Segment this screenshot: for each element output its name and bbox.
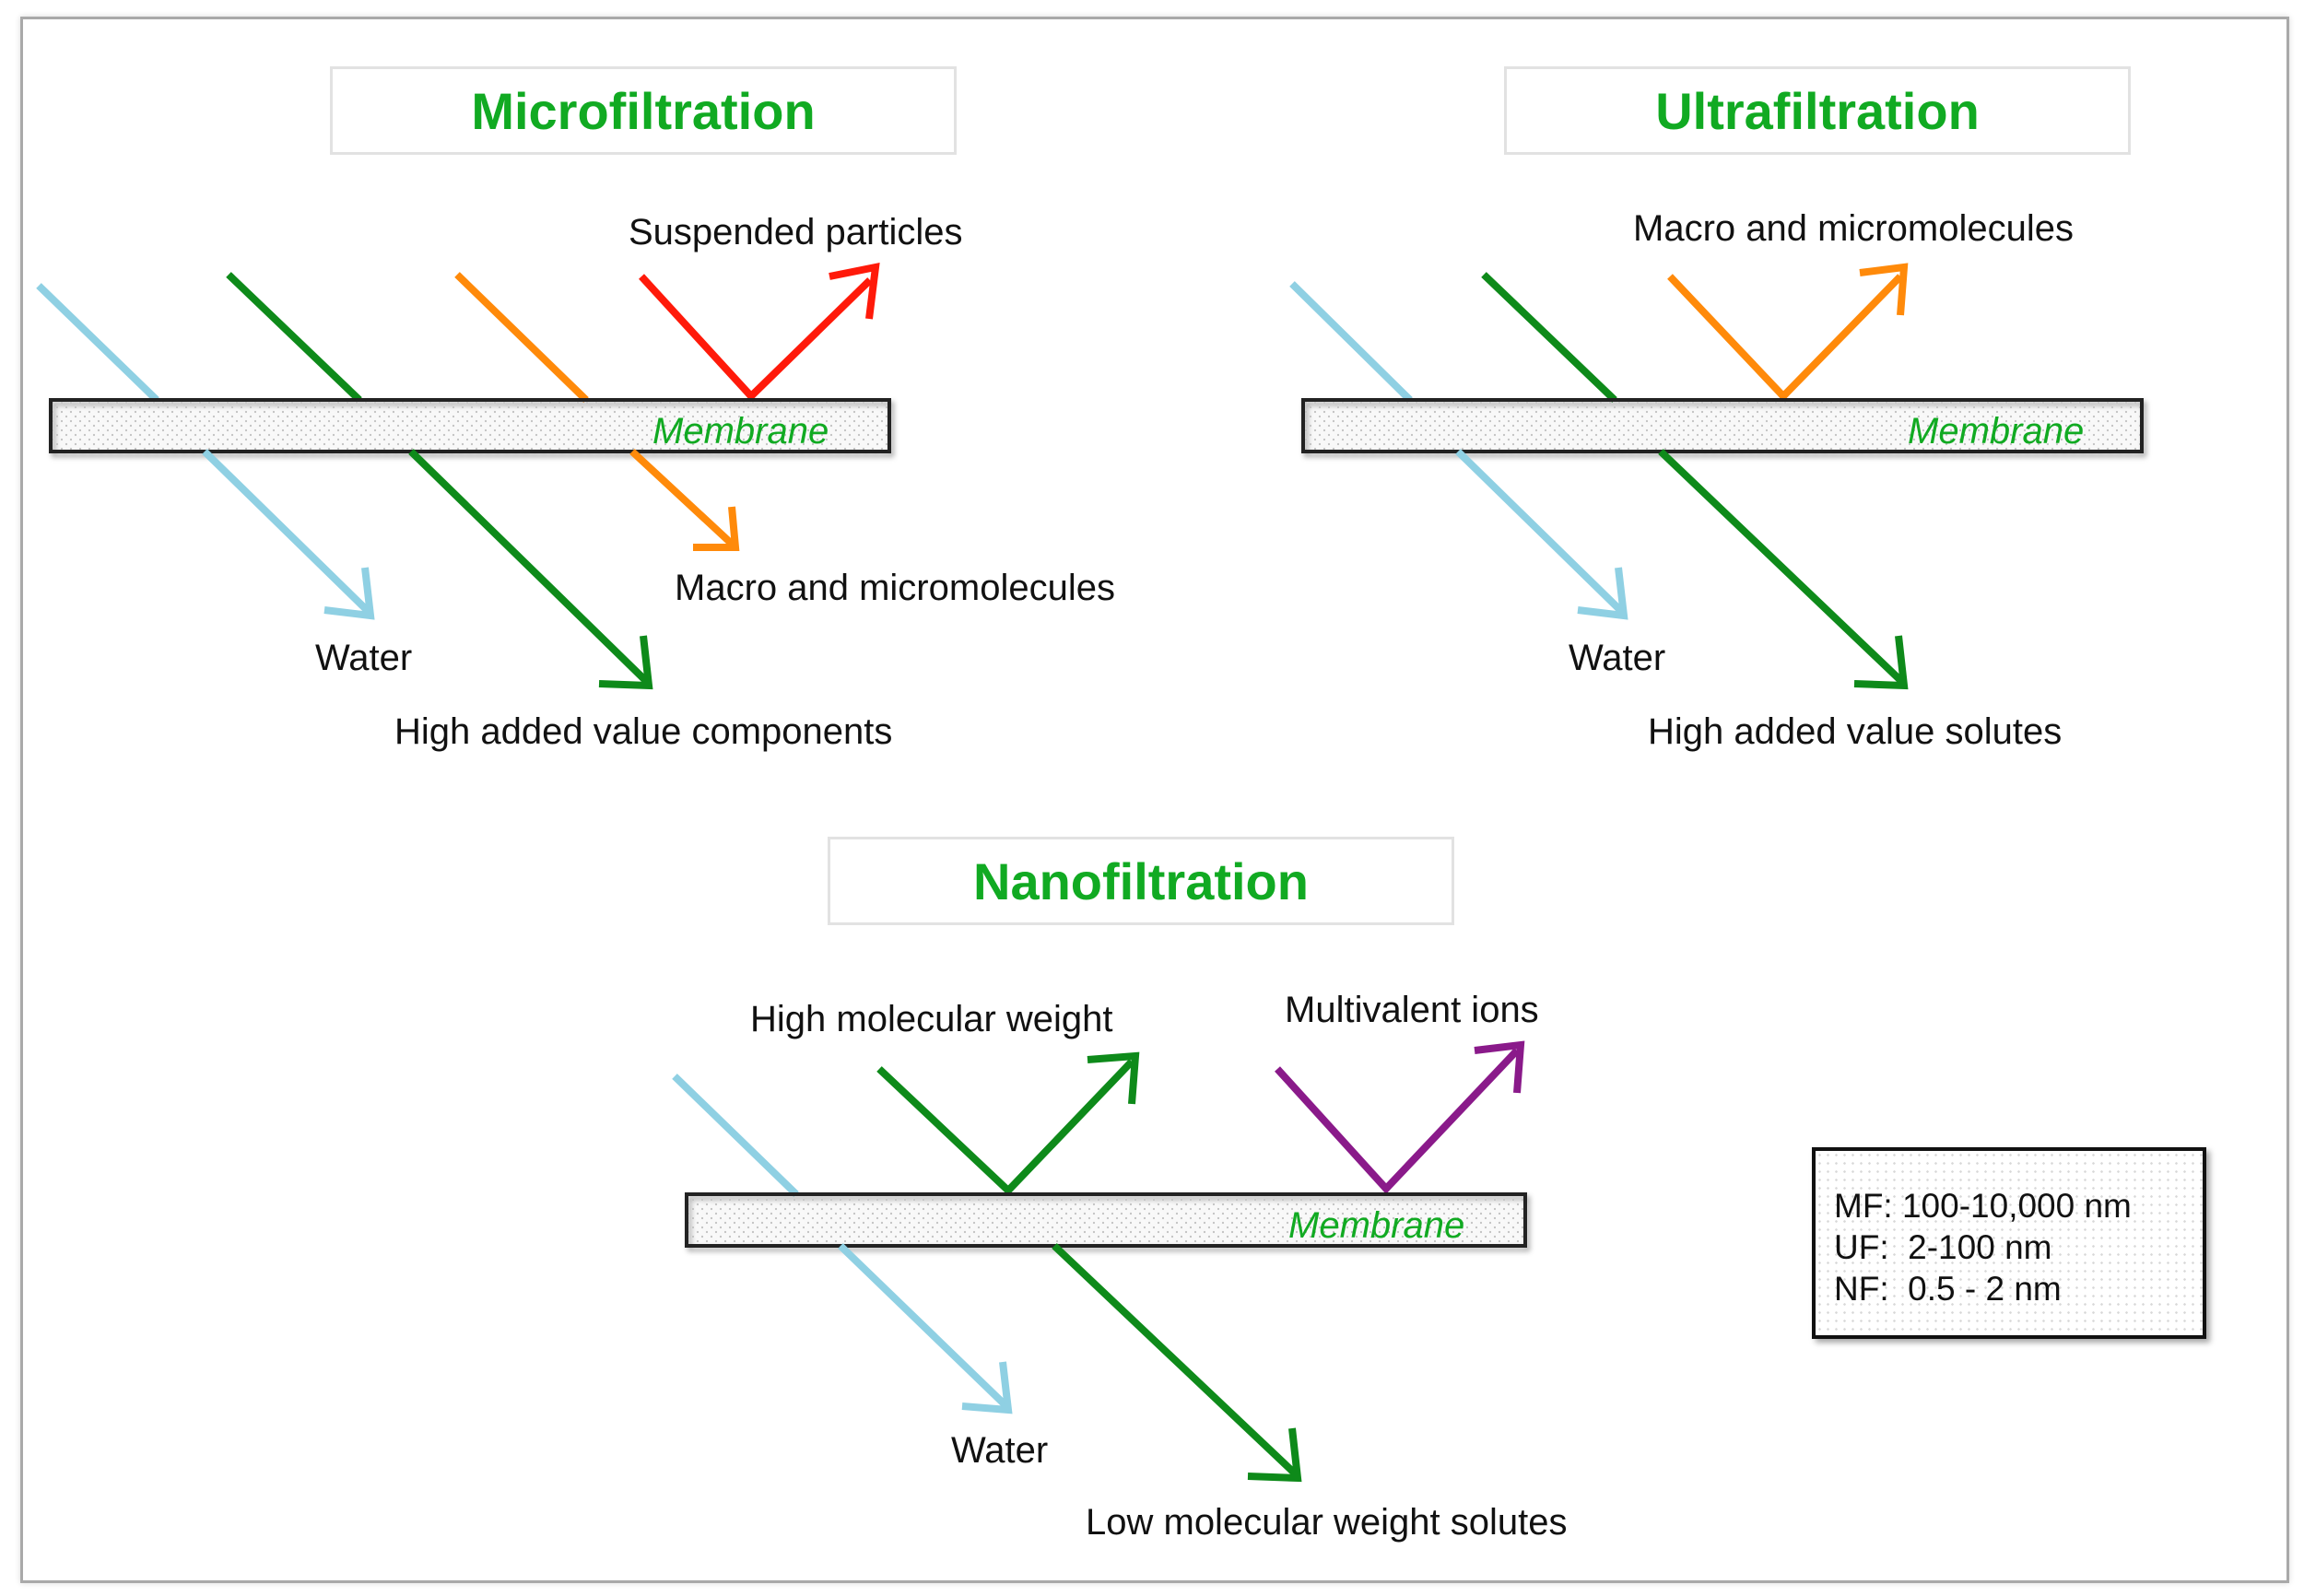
microfiltration-title: Microfiltration (330, 66, 957, 155)
mf-rejected-label: Suspended particles (629, 212, 963, 252)
uf-orange-arrowhead (1859, 263, 1909, 316)
nf-water-stream-in (672, 1074, 799, 1197)
microfiltration-panel (36, 262, 891, 690)
nf-green-out-arrowhead (1247, 1427, 1302, 1483)
nanofiltration-title: Nanofiltration (828, 837, 1454, 925)
mf-green-stream-out (408, 449, 650, 685)
uf-membrane-label: Membrane (1908, 411, 2085, 452)
uf-water-stream-in (1289, 281, 1413, 403)
nf-green-rejected-stream (876, 1059, 1134, 1196)
mf-red-rejected-stream (639, 274, 873, 402)
nf-purple-rejected-stream (1275, 1048, 1520, 1194)
mf-orange-arrowhead (693, 506, 740, 551)
mf-red-arrowhead (829, 262, 880, 320)
uf-orange-rejected-stream (1667, 274, 1903, 402)
mf-water-stream-in (36, 283, 159, 403)
legend-nf: NF: 0.5 - 2 nm (1834, 1270, 2062, 1308)
uf-water-arrowhead (1577, 567, 1628, 620)
nf-water-arrowhead (961, 1361, 1013, 1414)
pore-size-legend (1812, 1147, 2206, 1339)
legend-uf: UF: 2-100 nm (1834, 1228, 2052, 1266)
nanofiltration-panel (672, 1040, 1527, 1483)
legend-mf: MF: 100-10,000 nm (1834, 1187, 2132, 1225)
mf-orange-stream-in (454, 272, 589, 403)
nf-water-stream-out (838, 1243, 1009, 1409)
mf-water-label: Water (315, 638, 413, 678)
uf-high-value-label: High added value solutes (1648, 711, 2063, 752)
uf-green-stream-out (1658, 449, 1905, 685)
nf-high-mw-label: High molecular weight (750, 999, 1113, 1039)
nf-purple-arrowhead (1474, 1040, 1525, 1094)
nf-water-label: Water (951, 1430, 1049, 1471)
mf-membrane-label: Membrane (652, 411, 829, 452)
mf-water-arrowhead (323, 567, 375, 620)
nf-green-stream-out (1052, 1243, 1299, 1477)
uf-green-stream-in (1481, 272, 1617, 403)
uf-water-label: Water (1569, 638, 1666, 678)
uf-green-arrowhead (1853, 635, 1909, 690)
mf-orange-stream-out (629, 449, 736, 548)
mf-macro-label: Macro and micromolecules (675, 568, 1115, 608)
uf-water-stream-out (1455, 449, 1625, 615)
uf-rejected-label: Macro and micromolecules (1633, 208, 2074, 249)
nf-membrane-label: Membrane (1288, 1205, 1465, 1246)
nf-low-mw-label: Low molecular weight solutes (1086, 1502, 1568, 1543)
nf-green-arrowhead (1087, 1051, 1140, 1105)
ultrafiltration-panel (1289, 263, 2144, 690)
mf-green-stream-in (226, 272, 362, 403)
nf-multivalent-label: Multivalent ions (1285, 990, 1539, 1030)
mf-green-arrowhead (598, 635, 653, 690)
mf-high-value-label: High added value components (394, 711, 893, 752)
ultrafiltration-title: Ultrafiltration (1504, 66, 2131, 155)
mf-water-stream-out (202, 449, 371, 615)
